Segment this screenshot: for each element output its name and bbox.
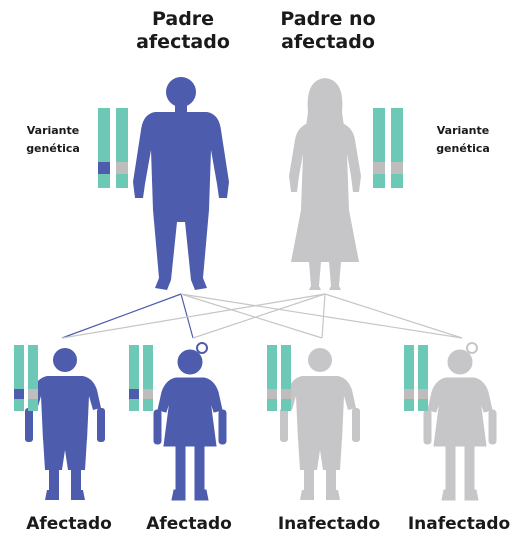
line-affected-to-child2 <box>180 293 194 339</box>
chromosome-pair-child2 <box>129 345 153 411</box>
affected-parent-label: Padre afectado <box>128 8 238 54</box>
chromosome-pair-affected-parent <box>98 108 128 188</box>
variant-label-left-line1: Variante <box>26 124 80 137</box>
child-4-label: Inafectado <box>407 514 511 534</box>
chromosome-pair-child4 <box>404 345 428 411</box>
child-2-girl-figure <box>153 342 227 501</box>
line-affected-to-child4 <box>180 293 463 339</box>
connection-lines <box>61 293 463 339</box>
unaffected-parent-label-line2: afectado <box>281 31 375 53</box>
affected-parent-label-line1: Padre <box>151 8 215 30</box>
variant-label-right: Variante genética <box>424 122 502 158</box>
variant-label-right-line1: Variante <box>436 124 490 137</box>
chromosome-pair-unaffected-parent <box>373 108 403 188</box>
affected-parent-figure <box>133 77 229 290</box>
line-unaffected-to-child3 <box>321 293 326 339</box>
line-affected-to-child3 <box>180 293 323 339</box>
child-2-label: Afectado <box>146 514 232 534</box>
chromosome-pair-child1 <box>14 345 38 411</box>
child-1-label: Afectado <box>26 514 112 534</box>
line-unaffected-to-child4 <box>324 293 463 339</box>
unaffected-parent-label: Padre no afectado <box>268 8 388 54</box>
affected-parent-label-line2: afectado <box>136 31 230 53</box>
child-4-girl-figure <box>423 342 497 501</box>
child-3-boy-figure <box>280 348 360 500</box>
chromosome-pair-child3 <box>267 345 291 411</box>
line-affected-to-child1 <box>61 293 182 339</box>
unaffected-parent-figure <box>289 78 361 290</box>
variant-label-right-line2: genética <box>436 142 490 155</box>
line-unaffected-to-child1 <box>61 293 326 339</box>
unaffected-parent-label-line1: Padre no <box>280 8 376 30</box>
variant-label-left: Variante genética <box>14 122 92 158</box>
variant-label-left-line2: genética <box>26 142 80 155</box>
line-unaffected-to-child2 <box>192 293 326 339</box>
child-3-label: Inafectado <box>277 514 381 534</box>
